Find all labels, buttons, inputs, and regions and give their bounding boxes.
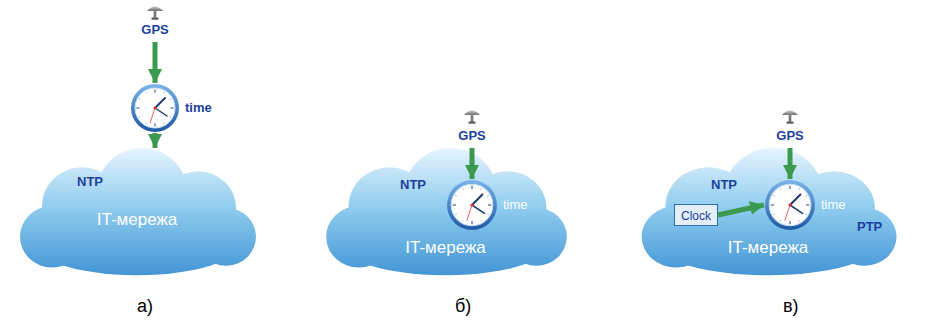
signal-arrow — [718, 205, 764, 215]
antenna-icon — [144, 3, 166, 21]
node-label: time — [821, 198, 846, 213]
signal-arrow — [153, 42, 158, 83]
node-label: GPS — [763, 129, 817, 144]
panel-caption: а) — [137, 296, 153, 317]
node-label: GPS — [445, 129, 499, 144]
node-label: GPS — [128, 23, 182, 38]
clock-icon: time — [130, 83, 180, 133]
box-label: Clock — [681, 209, 711, 223]
signal-arrow — [788, 148, 793, 179]
clock-icon: time — [446, 179, 498, 231]
node-label: time — [185, 101, 212, 116]
antenna-icon — [461, 107, 483, 125]
clock-face — [764, 179, 816, 231]
antenna-icon — [779, 107, 801, 125]
node-label: NTP — [400, 178, 426, 193]
signal-arrow — [153, 133, 158, 148]
node-label: IT-мережа — [318, 238, 573, 258]
node-label: time — [503, 198, 528, 213]
panel-caption: в) — [783, 296, 799, 317]
panel-caption: б) — [455, 296, 471, 317]
network-cloud: NTP IT-мережа time — [318, 148, 573, 283]
node-label: NTP — [711, 178, 737, 193]
network-cloud: NTP IT-мережа — [12, 148, 262, 283]
clock-box: Clock — [674, 204, 718, 226]
signal-arrow — [470, 148, 475, 179]
cloud-shape — [318, 148, 573, 283]
gps-antenna: GPS — [445, 106, 499, 148]
clock-face — [130, 83, 180, 133]
clock-icon: time — [764, 179, 816, 231]
node-label: IT-мережа — [633, 238, 903, 258]
node-label: PTP — [857, 220, 882, 235]
gps-antenna: GPS — [763, 106, 817, 148]
gps-antenna: GPS — [128, 2, 182, 42]
network-cloud: NTP IT-мережа PTP Clock time — [633, 148, 903, 283]
node-label: NTP — [77, 175, 103, 190]
node-label: IT-мережа — [12, 210, 262, 230]
clock-face — [446, 179, 498, 231]
